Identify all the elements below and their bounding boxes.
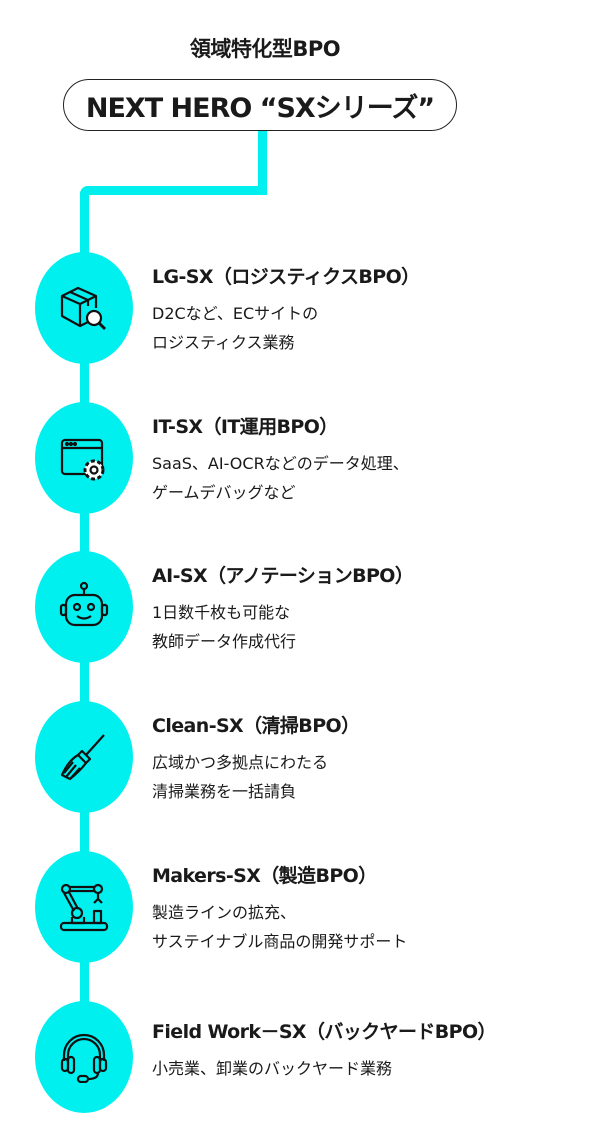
browser-gear-icon	[60, 438, 105, 481]
item-ai-sx: AI-SX（アノテーションBPO） 1日数千枚も可能な 教師データ作成代行	[152, 561, 592, 656]
series-name-pill: NEXT HERO “SXシリーズ”	[63, 79, 457, 131]
item-icon-circle	[35, 252, 133, 364]
item-desc-line: 広域かつ多拠点にわたる	[152, 753, 329, 772]
item-lg-sx: LG-SX（ロジスティクスBPO） D2Cなど、ECサイトの ロジスティクス業務	[152, 262, 592, 357]
item-it-sx: IT-SX（IT運用BPO） SaaS、AI-OCRなどのデータ処理、 ゲームデ…	[152, 412, 592, 507]
item-title: AI-SX（アノテーションBPO）	[152, 565, 414, 587]
connector-line	[80, 186, 267, 195]
headset-icon	[60, 1033, 108, 1083]
item-desc-line: 製造ラインの拡充、	[152, 903, 297, 922]
item-desc-line: ゲームデバッグなど	[152, 483, 296, 502]
item-desc-line: サステイナブル商品の開発サポート	[152, 932, 408, 951]
item-title: Clean-SX（清掃BPO）	[152, 715, 360, 737]
item-desc-line: 1日数千枚も可能な	[152, 603, 291, 622]
item-icon-circle	[35, 402, 133, 514]
item-desc-line: 教師データ作成代行	[152, 632, 297, 651]
item-field-work-sx: Field Work－SX（バックヤードBPO） 小売業、卸業のバックヤード業務	[152, 1017, 592, 1083]
item-desc-line: SaaS、AI-OCRなどのデータ処理、	[152, 454, 409, 473]
broom-icon	[60, 734, 105, 781]
box-search-icon	[60, 286, 107, 331]
item-desc-line: 小売業、卸業のバックヤード業務	[152, 1059, 393, 1078]
robot-arm-icon	[59, 883, 109, 932]
page-title: 領域特化型BPO	[189, 37, 341, 61]
item-title: LG-SX（ロジスティクスBPO）	[152, 266, 420, 288]
item-makers-sx: Makers-SX（製造BPO） 製造ラインの拡充、 サステイナブル商品の開発サ…	[152, 861, 592, 956]
item-desc-line: ロジスティクス業務	[152, 333, 295, 352]
item-icon-circle	[35, 851, 133, 963]
item-icon-circle	[35, 551, 133, 663]
item-title: IT-SX（IT運用BPO）	[152, 416, 338, 438]
item-desc-line: D2Cなど、ECサイトの	[152, 304, 319, 323]
item-clean-sx: Clean-SX（清掃BPO） 広域かつ多拠点にわたる 清掃業務を一括請負	[152, 711, 592, 806]
item-desc-line: 清掃業務を一括請負	[152, 782, 297, 801]
item-icon-circle	[35, 1001, 133, 1113]
robot-icon	[59, 581, 109, 627]
connector-line	[258, 131, 267, 193]
item-title: Field Work－SX（バックヤードBPO）	[152, 1021, 497, 1043]
item-title: Makers-SX（製造BPO）	[152, 865, 377, 887]
item-icon-circle	[35, 701, 133, 813]
